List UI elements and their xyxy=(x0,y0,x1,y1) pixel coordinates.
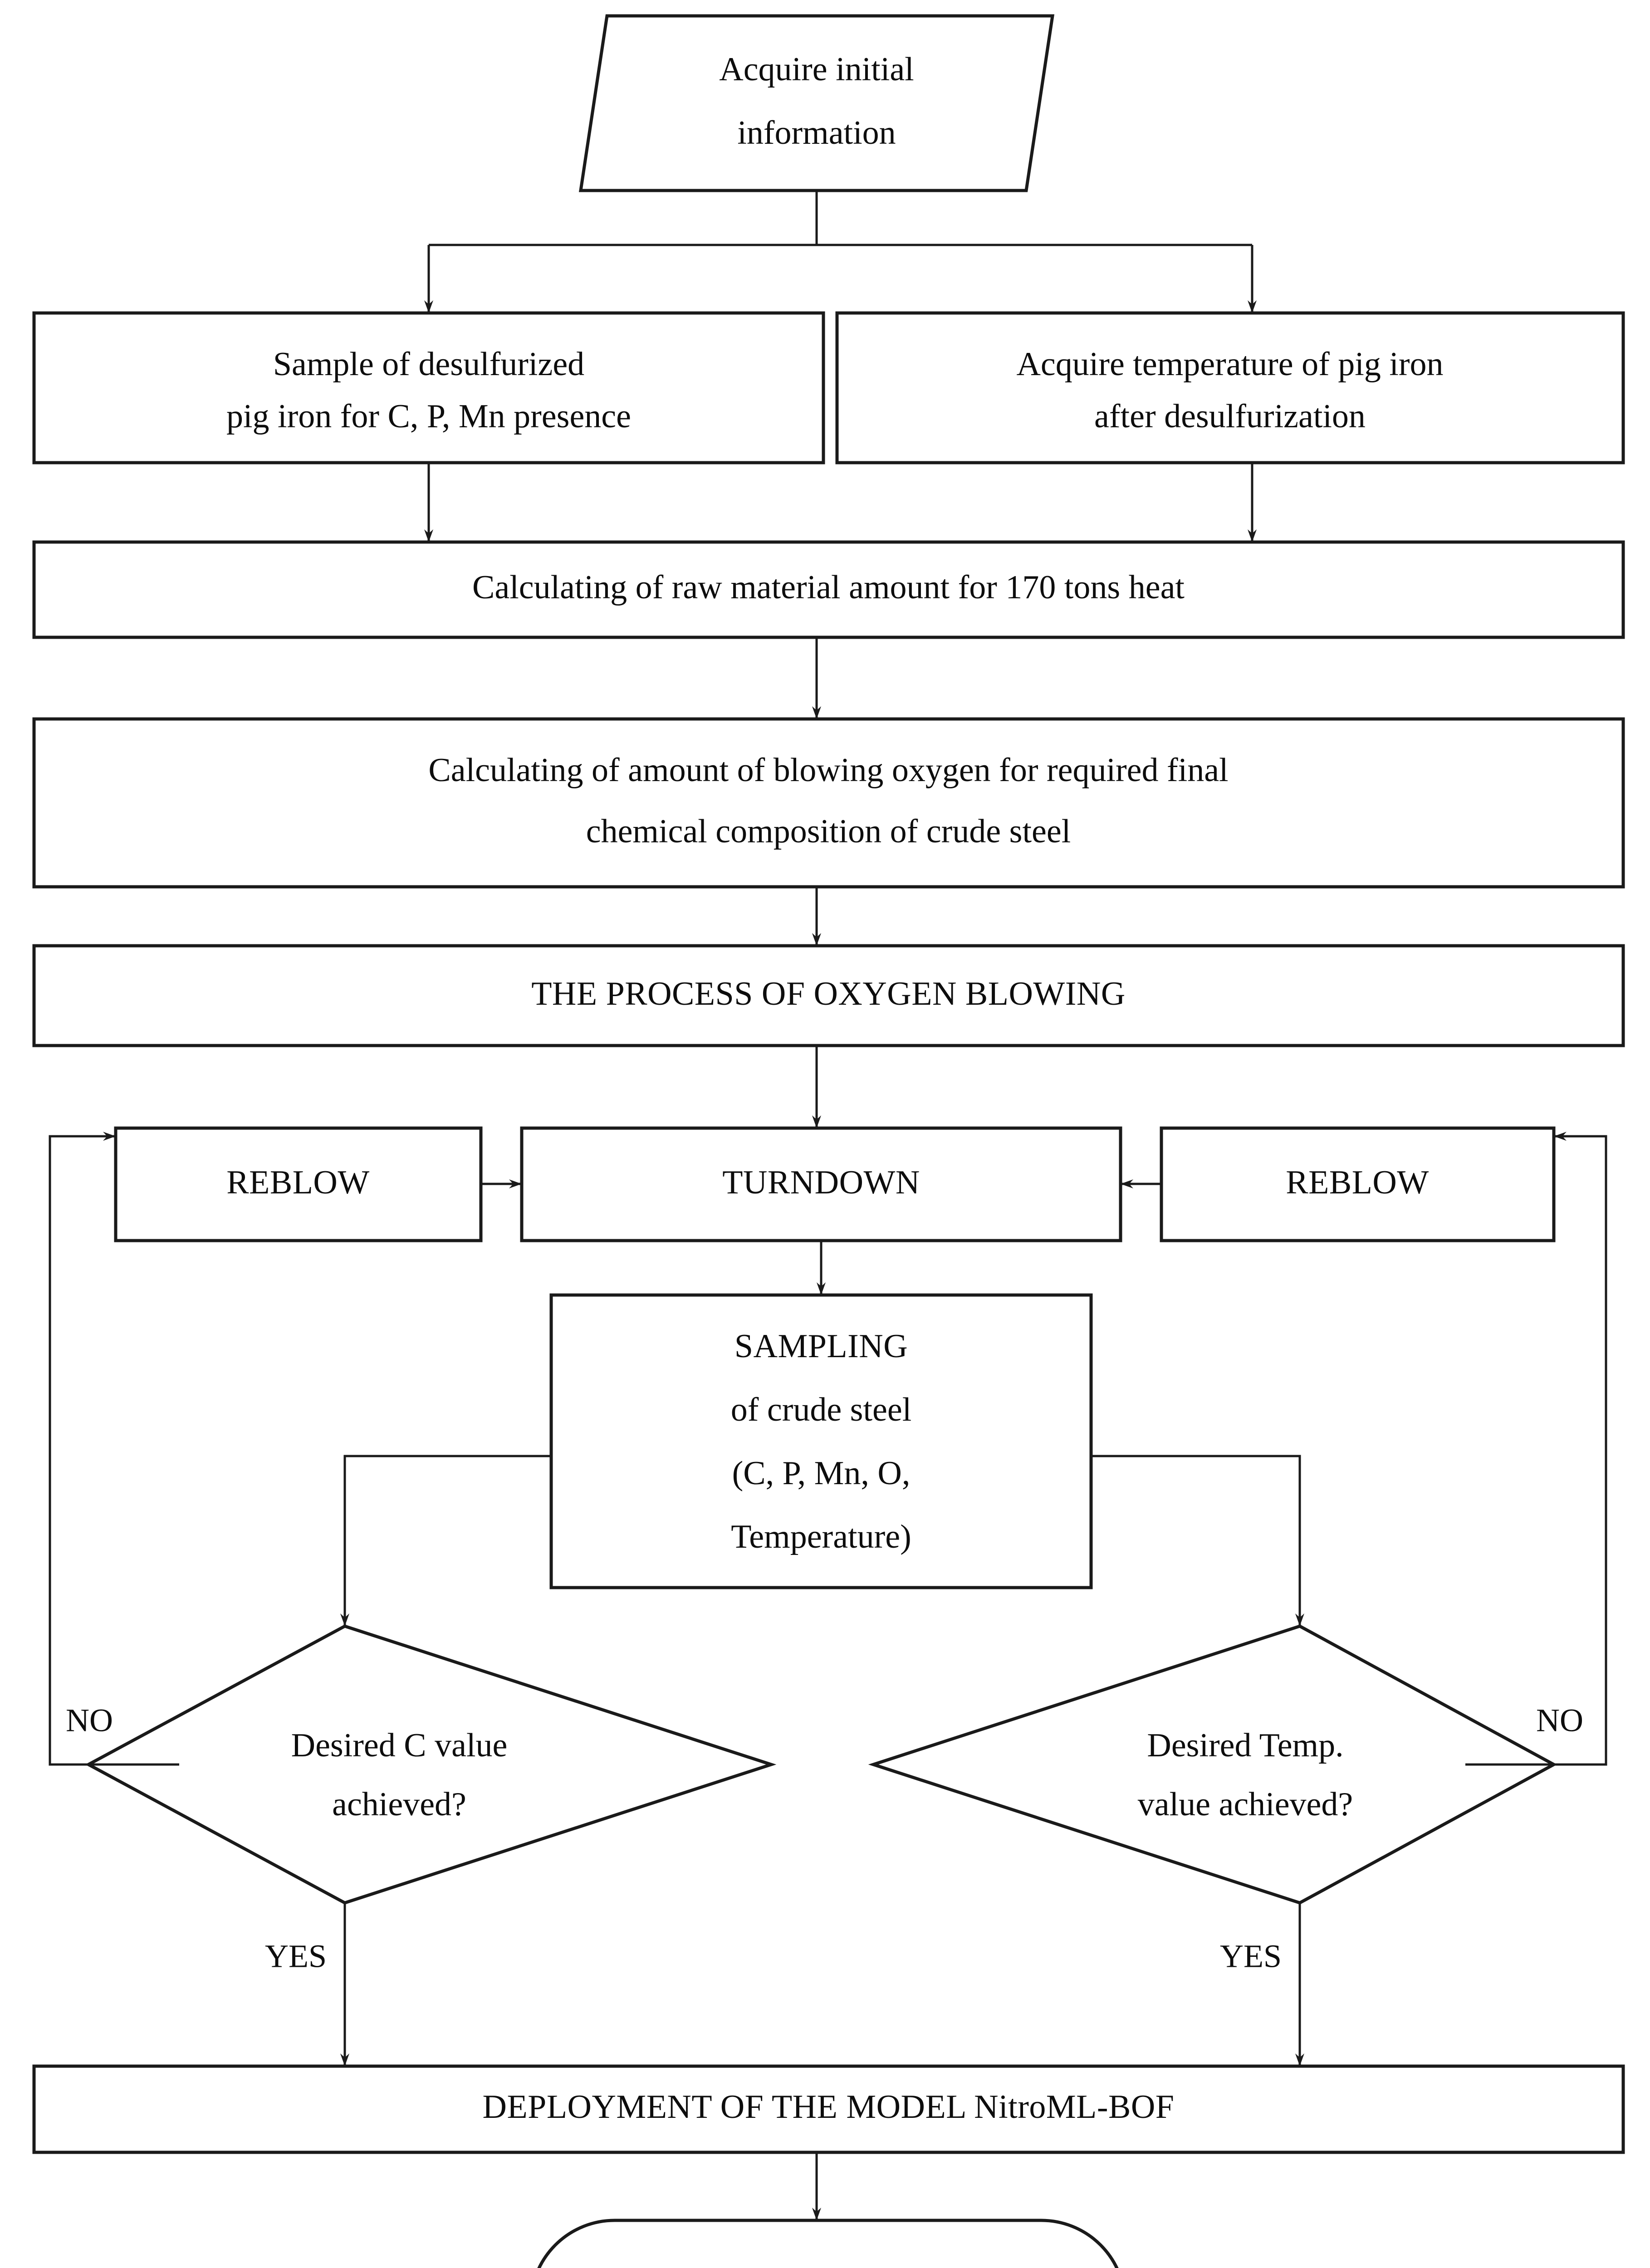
node-blowing-oxygen[interactable]: Calculating of amount of blowing oxygen … xyxy=(32,717,1625,889)
edge-sampling-to-decision-carbon xyxy=(340,1455,551,1626)
decision-temp-line-1: Desired Temp. xyxy=(1147,1727,1343,1764)
acquire-temperature-box xyxy=(835,311,1625,464)
node-decision-temp[interactable]: Desired Temp. value achieved? xyxy=(868,1624,1557,1905)
sample-pig-iron-box xyxy=(32,311,825,464)
sampling-box xyxy=(549,1293,1093,1589)
sampling-line-4: Temperature) xyxy=(731,1518,911,1555)
node-reblow-right[interactable]: REBLOW xyxy=(1160,1126,1556,1242)
acquire-temperature-line-1: Acquire temperature of pig iron xyxy=(1016,346,1443,383)
reblow-left-box xyxy=(114,1126,483,1242)
sample-pig-iron-line-2: pig iron for C, P, Mn presence xyxy=(226,398,631,435)
oxygen-blowing-process-line-1: THE PROCESS OF OXYGEN BLOWING xyxy=(531,975,1126,1012)
node-sample-pig-iron[interactable]: Sample of desulfurized pig iron for C, P… xyxy=(32,311,825,464)
sampling-line-1: SAMPLING xyxy=(734,1328,908,1365)
edge-sampling-to-decision-temp xyxy=(1091,1455,1304,1626)
node-start[interactable]: Acquire initial information xyxy=(578,14,1055,192)
acquire-temperature-line-2: after desulfurization xyxy=(1094,398,1366,435)
deployment-label: DEPLOYMENT OF THE MODEL NitroML-BOF xyxy=(483,2088,1175,2126)
edge-label-carbon-yes: YES xyxy=(265,1938,327,1975)
turndown-box xyxy=(520,1126,1122,1242)
decision-carbon-diamond xyxy=(85,1624,777,1905)
sampling-line-3: (C, P, Mn, O, xyxy=(732,1455,911,1492)
blowing-oxygen-box xyxy=(32,717,1625,889)
edge-decision-temp-no-loop xyxy=(1465,1132,1607,1766)
start-line-1: Acquire initial xyxy=(719,51,914,88)
blowing-oxygen-line-2: chemical composition of crude steel xyxy=(586,813,1071,850)
decision-carbon-line-2: achieved? xyxy=(332,1786,466,1823)
edge-decision-carbon-no-loop xyxy=(49,1132,179,1766)
node-turndown[interactable]: TURNDOWN xyxy=(520,1126,1122,1242)
node-oxygen-blowing-process[interactable]: THE PROCESS OF OXYGEN BLOWING xyxy=(32,944,1625,1047)
edge-label-temp-yes: YES xyxy=(1220,1938,1282,1975)
node-end[interactable]: End of NitroML-BOF model calculation xyxy=(531,2219,1125,2268)
deployment-box xyxy=(32,2064,1625,2154)
node-decision-carbon[interactable]: Desired C value achieved? xyxy=(85,1624,777,1905)
reblow-right-box xyxy=(1160,1126,1556,1242)
reblow-left-label: REBLOW xyxy=(226,1164,369,1201)
node-raw-material[interactable]: Calculating of raw material amount for 1… xyxy=(32,540,1625,639)
decision-temp-line-2: value achieved? xyxy=(1138,1786,1353,1823)
oxygen-blowing-process-box xyxy=(32,944,1625,1047)
blowing-oxygen-line-1: Calculating of amount of blowing oxygen … xyxy=(428,752,1228,789)
sampling-line-2: of crude steel xyxy=(731,1391,912,1428)
start-parallelogram xyxy=(578,14,1055,192)
node-reblow-left[interactable]: REBLOW xyxy=(114,1126,483,1242)
decision-carbon-line-1: Desired C value xyxy=(291,1727,508,1764)
raw-material-line-1: Calculating of raw material amount for 1… xyxy=(472,569,1185,606)
raw-material-box xyxy=(32,540,1625,639)
reblow-right-label: REBLOW xyxy=(1286,1164,1429,1201)
edge-label-temp-no: NO xyxy=(1536,1702,1583,1739)
end-rounded-box xyxy=(537,2219,1119,2268)
node-deployment[interactable]: DEPLOYMENT OF THE MODEL NitroML-BOF xyxy=(32,2064,1625,2154)
start-line-2: information xyxy=(737,114,896,152)
edge-label-carbon-no: NO xyxy=(66,1702,113,1739)
decision-temp-diamond xyxy=(868,1624,1557,1905)
turndown-label: TURNDOWN xyxy=(722,1164,920,1201)
node-sampling[interactable]: SAMPLING of crude steel (C, P, Mn, O, Te… xyxy=(549,1293,1093,1589)
node-acquire-temperature[interactable]: Acquire temperature of pig iron after de… xyxy=(835,311,1625,464)
sample-pig-iron-line-1: Sample of desulfurized xyxy=(273,346,584,383)
